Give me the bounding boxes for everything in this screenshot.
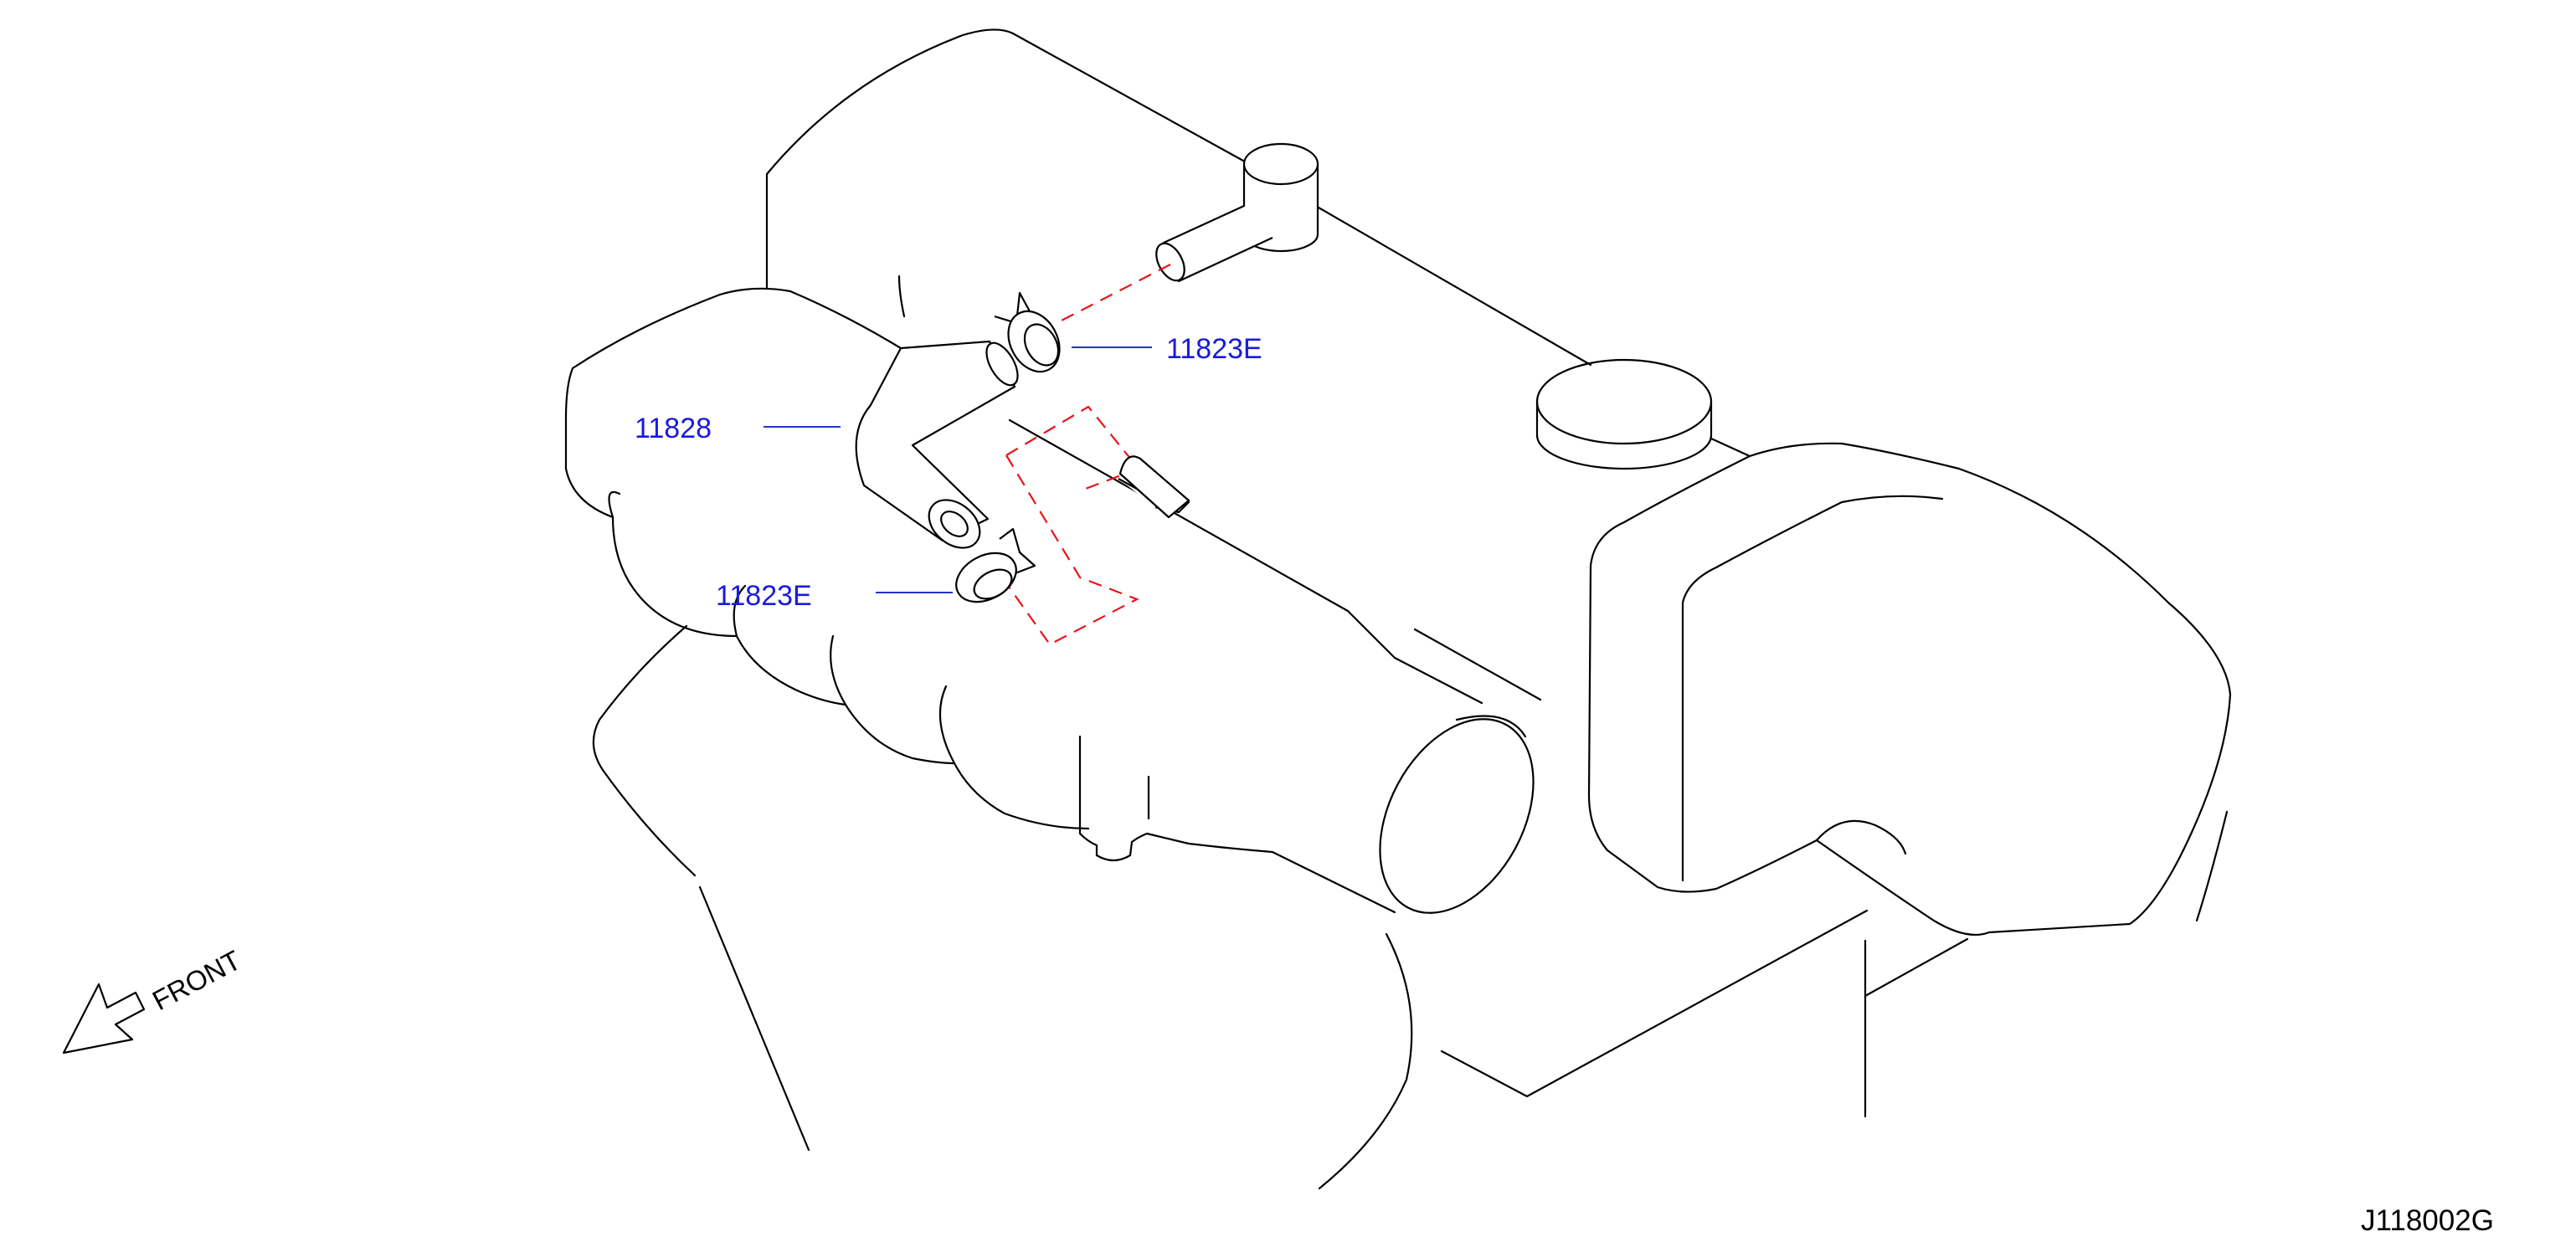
pcv-valve-elbow [1155, 142, 1319, 283]
front-indicator: FRONT [62, 944, 246, 1055]
engine-strut [1864, 937, 1969, 1118]
engine-lower-left [592, 624, 810, 1152]
guide-lower [1005, 405, 1140, 491]
guide-lower-2 [1004, 454, 1139, 646]
air-cleaner [1587, 442, 2232, 936]
collector-inner-1 [608, 490, 621, 519]
guide-upper [1056, 264, 1171, 324]
oil-filler-cap [1535, 358, 1713, 470]
callouts: 11823E 11828 11823E [635, 333, 1262, 612]
throttle-body [1008, 418, 1542, 914]
pcv-hose [855, 340, 1019, 549]
assembly-guides [1004, 264, 1171, 646]
drawing-code: J118002G [2361, 1204, 2494, 1237]
collector-bottom [1145, 832, 1396, 914]
cover-edge-right [1710, 437, 1751, 458]
engine-lower-right [1440, 909, 1869, 1098]
callout-hose[interactable]: 11828 [635, 413, 712, 444]
engine-outline [564, 28, 2232, 1190]
collector-nipple [1118, 455, 1190, 519]
collector-inner-4 [938, 685, 956, 765]
intake-collector [564, 287, 1090, 830]
rocker-cover [765, 28, 1592, 367]
collector-inner-2 [733, 584, 747, 638]
callout-clamp-lower[interactable]: 11823E [716, 580, 812, 612]
front-label: FRONT [147, 944, 246, 1016]
engine-lower-center [1318, 932, 1413, 1190]
collector-drain [1078, 735, 1150, 862]
front-arrow-icon [62, 983, 146, 1055]
hose-clamp-upper [994, 291, 1061, 373]
hose-clamp-lower [955, 527, 1036, 603]
callout-clamp-upper[interactable]: 11823E [1166, 333, 1262, 365]
collector-inner-3 [830, 634, 847, 706]
